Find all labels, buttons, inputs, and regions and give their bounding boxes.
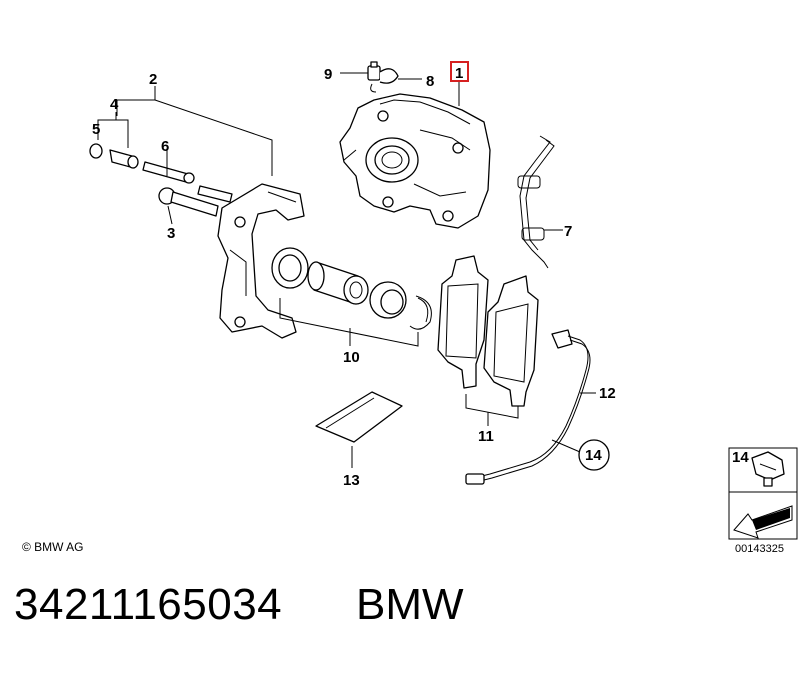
label-3[interactable]: 3 bbox=[167, 225, 175, 242]
piston-seal[interactable] bbox=[271, 247, 309, 289]
bolt-cap[interactable] bbox=[89, 143, 103, 159]
label-8[interactable]: 8 bbox=[426, 73, 434, 90]
anti-rattle-spring[interactable] bbox=[517, 135, 555, 269]
label-1[interactable]: 1 bbox=[455, 65, 463, 82]
copyright-notice: © BMW AG bbox=[22, 540, 84, 554]
inset-detail bbox=[728, 447, 798, 540]
brand-name: BMW bbox=[356, 580, 464, 629]
label-4[interactable]: 4 bbox=[110, 96, 119, 113]
retaining-ring[interactable] bbox=[409, 295, 432, 330]
callout-14-circle bbox=[578, 439, 610, 471]
guide-pin[interactable] bbox=[142, 161, 195, 184]
bolt-stud[interactable] bbox=[197, 185, 233, 203]
inset-label-14: 14 bbox=[732, 449, 749, 466]
grease-packet[interactable] bbox=[315, 391, 403, 443]
label-6[interactable]: 6 bbox=[161, 138, 169, 155]
guide-bolt[interactable] bbox=[158, 187, 219, 217]
caliper-carrier[interactable] bbox=[217, 183, 305, 339]
label-11[interactable]: 11 bbox=[478, 428, 494, 445]
wear-sensor[interactable] bbox=[465, 329, 591, 485]
guide-sleeve[interactable] bbox=[109, 149, 139, 169]
brake-caliper[interactable] bbox=[339, 93, 491, 229]
label-7[interactable]: 7 bbox=[564, 223, 572, 240]
label-5[interactable]: 5 bbox=[92, 121, 100, 138]
part-number: 34211165034 bbox=[14, 580, 283, 629]
bleeder-valve[interactable] bbox=[367, 61, 399, 93]
brake-pad-outer[interactable] bbox=[483, 275, 539, 407]
diagram-id: 00143325 bbox=[735, 543, 784, 555]
brake-pad-inner[interactable] bbox=[437, 255, 489, 389]
highlight-box bbox=[450, 61, 469, 82]
label-14[interactable]: 14 bbox=[585, 447, 602, 464]
label-9[interactable]: 9 bbox=[324, 66, 332, 83]
label-10[interactable]: 10 bbox=[343, 349, 360, 366]
label-12[interactable]: 12 bbox=[599, 385, 616, 402]
label-13[interactable]: 13 bbox=[343, 472, 360, 489]
dust-boot[interactable] bbox=[369, 281, 407, 319]
label-2[interactable]: 2 bbox=[149, 71, 157, 88]
piston[interactable] bbox=[307, 261, 369, 305]
